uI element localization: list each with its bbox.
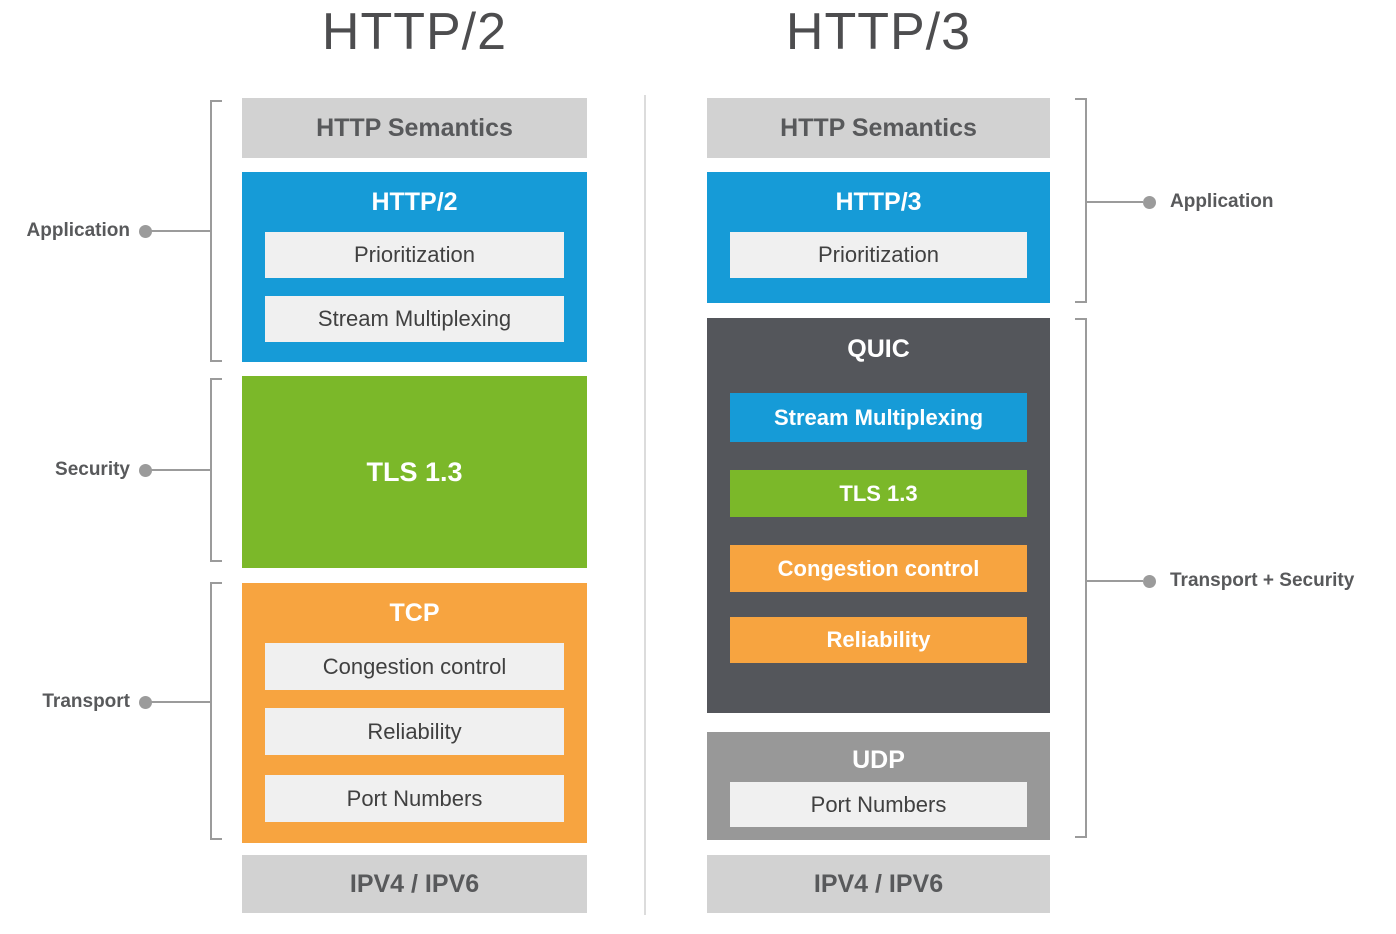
column-divider	[644, 95, 646, 915]
transport-connector-line	[150, 701, 210, 703]
quic-box: QUIC Stream Multiplexing TLS 1.3 Congest…	[707, 318, 1050, 713]
http2-prioritization-item: Prioritization	[265, 232, 564, 278]
http3-semantics-box: HTTP Semantics	[707, 98, 1050, 158]
http3-box: HTTP/3 Prioritization	[707, 172, 1050, 303]
transport-security-bracket-right	[1075, 318, 1087, 838]
http2-semantics-box: HTTP Semantics	[242, 98, 587, 158]
application-label-right: Application	[1170, 191, 1274, 212]
transport-security-label: Transport + Security	[1170, 570, 1355, 591]
tcp-congestion-control-item: Congestion control	[265, 643, 564, 690]
security-connector-dot	[139, 464, 152, 477]
tcp-box: TCP Congestion control Reliability Port …	[242, 583, 587, 843]
application-connector-line-right	[1087, 201, 1143, 203]
application-connector-line-left	[150, 230, 210, 232]
udp-box-title: UDP	[852, 746, 905, 774]
quic-congestion-control-bar: Congestion control	[730, 545, 1027, 592]
application-bracket-left	[210, 100, 222, 362]
tcp-port-numbers-item: Port Numbers	[265, 775, 564, 822]
http3-prioritization-item: Prioritization	[730, 232, 1027, 278]
tcp-reliability-item: Reliability	[265, 708, 564, 755]
udp-box: UDP Port Numbers	[707, 732, 1050, 840]
transport-label: Transport	[42, 691, 130, 712]
quic-reliability-bar: Reliability	[730, 617, 1027, 663]
transport-security-connector-dot	[1143, 575, 1156, 588]
http2-stream-multiplexing-item: Stream Multiplexing	[265, 296, 564, 342]
quic-stream-multiplexing-bar: Stream Multiplexing	[730, 393, 1027, 442]
quic-box-title: QUIC	[847, 335, 910, 363]
application-connector-dot-left	[139, 225, 152, 238]
application-bracket-right	[1075, 98, 1087, 303]
transport-security-connector-line	[1087, 580, 1143, 582]
http2-box: HTTP/2 Prioritization Stream Multiplexin…	[242, 172, 587, 362]
udp-port-numbers-item: Port Numbers	[730, 782, 1027, 827]
http3-ip-box: IPV4 / IPV6	[707, 855, 1050, 913]
http3-box-title: HTTP/3	[835, 188, 922, 216]
application-label-left: Application	[26, 220, 130, 241]
security-label: Security	[55, 459, 130, 480]
quic-tls-bar: TLS 1.3	[730, 470, 1027, 517]
tls-box: TLS 1.3	[242, 376, 587, 568]
http2-box-title: HTTP/2	[371, 188, 458, 216]
http2-ip-box: IPV4 / IPV6	[242, 855, 587, 913]
security-connector-line	[150, 469, 210, 471]
application-connector-dot-right	[1143, 196, 1156, 209]
security-bracket-left	[210, 378, 222, 562]
transport-bracket-left	[210, 582, 222, 840]
tcp-box-title: TCP	[389, 599, 440, 627]
http2-column-title: HTTP/2	[321, 3, 508, 61]
transport-connector-dot	[139, 696, 152, 709]
http3-column-title: HTTP/3	[785, 3, 972, 61]
